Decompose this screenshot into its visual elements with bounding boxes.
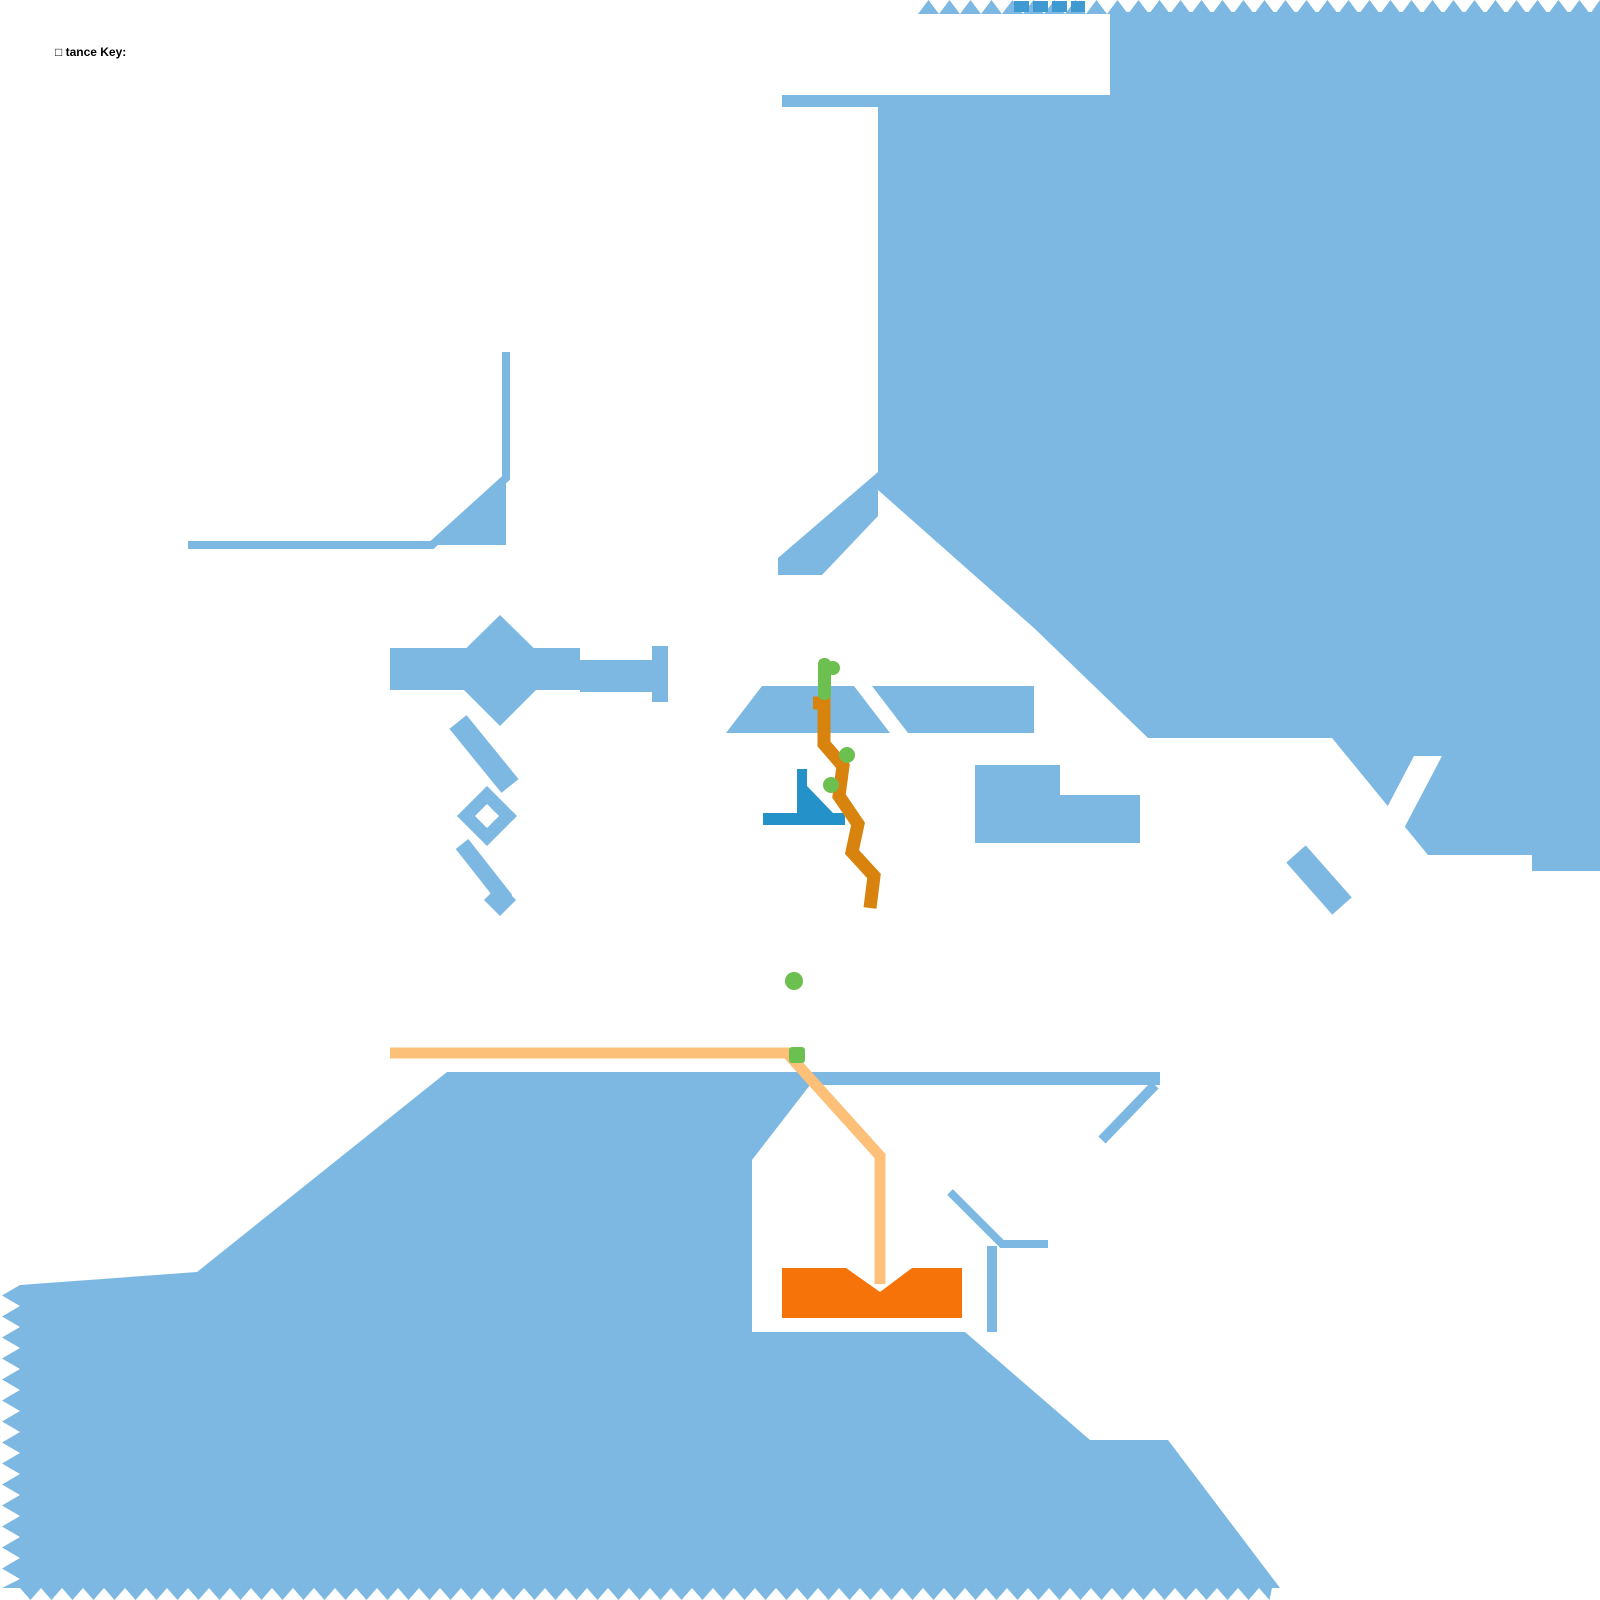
green-marker-4: [785, 972, 803, 990]
midwest-band-east: [580, 660, 652, 692]
southeast-chevron: [1286, 845, 1352, 915]
landmass-top-right: [878, 12, 1600, 855]
midwest-band-tip: [652, 646, 668, 702]
jagged-route: [813, 696, 881, 909]
light-route: [390, 1047, 886, 1284]
thin-route-west: [188, 352, 510, 549]
midwest-diagonal-upper: [449, 715, 519, 793]
tile-glyph-1: [1014, 1, 1029, 12]
west-bend-triangle: [432, 478, 506, 545]
center-strip-east: [872, 686, 1034, 733]
tile-glyph-4: [1071, 1, 1085, 12]
landmass-west-point: [778, 472, 878, 575]
distance-key-label: □ tance Key:: [55, 45, 127, 59]
center-east-block: [975, 765, 1140, 843]
tile-glyph-3: [1052, 1, 1067, 12]
midwest-diamond-hole: [475, 804, 499, 828]
green-marker-2: [839, 747, 855, 763]
midwest-diamond-small: [484, 884, 516, 916]
blue-station-marker-stem: [797, 769, 807, 817]
bottom-edge-zigzag: [20, 1588, 1272, 1600]
midwest-diamond-large: [444, 615, 556, 726]
center-strip-west: [726, 686, 890, 733]
bottom-hook-line: [947, 1189, 1048, 1248]
southeast-step: [1532, 855, 1600, 871]
green-marker-3: [823, 777, 839, 793]
green-marker-square: [789, 1047, 805, 1063]
tile-glyph-2: [1033, 1, 1048, 12]
top-edge-zigzag: [918, 0, 1600, 14]
east-diamond: [1434, 768, 1460, 794]
east-white-slit: [1362, 756, 1442, 855]
landmass-bottom: [20, 1072, 1280, 1588]
green-marker-1: [826, 661, 840, 675]
left-edge-zigzag: [2, 1285, 20, 1588]
blue-station-marker-flare: [807, 786, 834, 814]
blue-station-marker-bar: [763, 813, 845, 825]
station-building: [782, 1268, 962, 1318]
landmass-top-bar: [782, 95, 878, 107]
bottom-strip-tail: [1098, 1081, 1159, 1144]
